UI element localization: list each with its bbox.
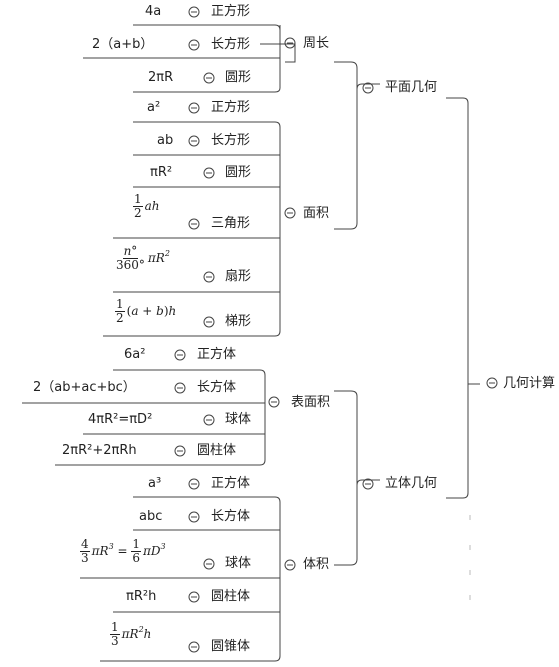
collapse-circle-icon[interactable] [188,511,200,523]
collapse-circle-icon[interactable] [188,135,200,147]
connector-plane-area [334,89,358,230]
connector-perimeter-0 [133,24,281,44]
collapse-circle-icon[interactable] [188,218,200,230]
connector-area-5 [103,225,281,337]
shape-label[interactable]: 球体 [225,556,252,571]
connector-area-0 [133,121,281,225]
formula: 2πR²+2πRh [62,443,137,458]
connector-solid-surface [334,390,358,485]
connector-surface-0 [113,369,266,402]
formula: 2（ab+ac+bc） [33,380,136,395]
collapse-circle-icon[interactable] [284,207,296,219]
collapse-circle-icon[interactable] [486,377,498,389]
root-node-label[interactable]: 几何计算 [503,376,556,391]
collapse-circle-icon[interactable] [188,6,200,18]
collapse-circle-icon[interactable] [188,102,200,114]
plane-geometry-label[interactable]: 平面几何 [385,80,438,95]
shape-label[interactable]: 正方体 [197,347,237,362]
collapse-circle-icon[interactable] [362,478,374,490]
collapse-circle-icon[interactable] [268,396,280,408]
collapse-circle-icon[interactable] [188,591,200,603]
connector-volume-0 [133,496,281,560]
shape-label[interactable]: 长方体 [197,380,237,395]
formula: πR²h [126,589,157,604]
formula: a² [147,100,161,115]
collapse-circle-icon[interactable] [174,349,186,361]
shape-label[interactable]: 圆柱体 [211,589,251,604]
shape-label[interactable]: 圆锥体 [211,639,251,654]
collapse-circle-icon[interactable] [203,414,215,426]
shape-label[interactable]: 长方形 [211,37,251,52]
collapse-circle-icon[interactable] [188,478,200,490]
volume-label[interactable]: 体积 [303,557,330,572]
shape-label[interactable]: 圆柱体 [197,443,237,458]
connector-volume-4 [100,560,281,662]
connector-plane-perimeter [334,61,358,89]
collapse-circle-icon[interactable] [284,559,296,571]
shape-label[interactable]: 圆形 [225,165,252,180]
collapse-circle-icon[interactable] [203,72,215,84]
formula: 4a [145,4,162,19]
shape-label[interactable]: 长方体 [211,509,251,524]
formula: ab [157,133,174,148]
collapse-circle-icon[interactable] [203,316,215,328]
collapse-circle-icon[interactable] [362,82,374,94]
collapse-circle-icon[interactable] [203,558,215,570]
solid-geometry-label[interactable]: 立体几何 [385,476,438,491]
formula: 6a² [124,347,146,362]
collapse-circle-icon[interactable] [174,445,186,457]
shape-label[interactable]: 正方形 [211,100,251,115]
shape-label[interactable]: 正方形 [211,4,251,19]
formula: πR² [150,165,173,180]
shape-label[interactable]: 圆形 [225,70,252,85]
connector-surface-3 [55,402,266,466]
perimeter-label[interactable]: 周长 [303,36,330,51]
formula: 2πR [148,70,174,85]
formula: abc [139,509,163,524]
surface-area-label[interactable]: 表面积 [291,395,331,410]
shape-label[interactable]: 正方体 [211,476,251,491]
shape-label[interactable]: 三角形 [211,216,251,231]
shape-label[interactable]: 球体 [225,412,252,427]
collapse-circle-icon[interactable] [174,382,186,394]
connector-perimeter-2 [133,25,281,93]
connector-root-solid [446,103,469,499]
connector-perimeter-node [280,43,296,63]
collapse-circle-icon[interactable] [203,167,215,179]
shape-label[interactable]: 长方形 [211,133,251,148]
collapse-circle-icon[interactable] [188,641,200,653]
collapse-circle-icon[interactable] [188,39,200,51]
formula: a³ [148,476,162,491]
formula: 4πR²=πD² [88,412,153,427]
formula-sector: n°360°πR2 [116,244,170,272]
shape-label[interactable]: 梯形 [225,314,252,329]
connector-solid-volume [334,485,358,566]
formula: 2（a+b） [92,37,154,52]
collapse-circle-icon[interactable] [284,37,296,49]
shape-label[interactable]: 扇形 [225,269,252,284]
connector-root-plane [446,97,469,104]
collapse-circle-icon[interactable] [203,271,215,283]
area-label[interactable]: 面积 [303,206,330,221]
